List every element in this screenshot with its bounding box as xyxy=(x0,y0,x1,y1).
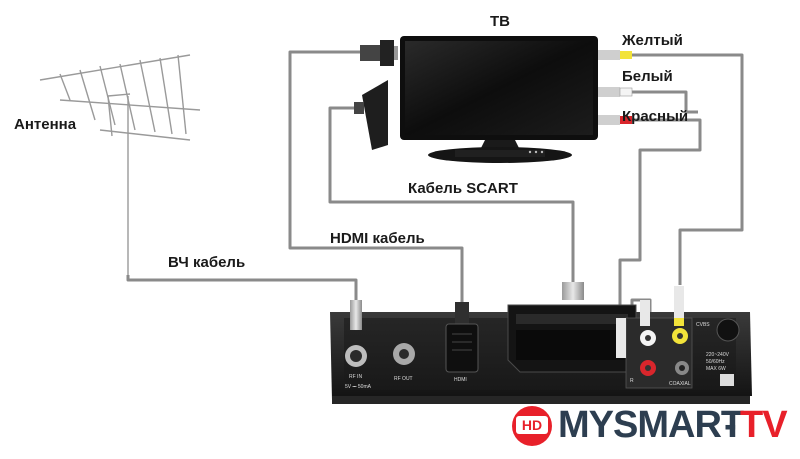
scart-cable-label: Кабель SCART xyxy=(408,180,518,197)
antenna xyxy=(39,54,201,275)
rf-plug xyxy=(345,300,367,367)
r-port-label: R xyxy=(630,378,634,384)
scart-plug xyxy=(507,282,637,373)
red-label: Красный xyxy=(622,108,689,125)
rf-out-label: RF OUT xyxy=(394,376,413,382)
tv-scart-connector xyxy=(354,80,388,150)
rf-cable-line xyxy=(126,275,358,308)
logo-tv: TV xyxy=(740,404,788,446)
av-ports xyxy=(616,286,693,389)
logo-dash: - xyxy=(724,404,737,446)
cables xyxy=(126,50,744,320)
tv-hdmi-connector xyxy=(360,40,398,66)
tv xyxy=(400,36,598,163)
yellow-label: Желтый xyxy=(622,32,683,49)
white-label: Белый xyxy=(622,68,673,85)
hdmi-plug xyxy=(445,302,479,373)
cvbs-label: CVBS xyxy=(696,322,710,328)
rf-cable-label: ВЧ кабель xyxy=(168,254,246,271)
power-spec-1: 220~240V xyxy=(706,352,729,358)
rf-in-spec: 5V ⎓ 50mA xyxy=(345,384,371,390)
scart-cable-line xyxy=(328,106,575,282)
coaxial-label: COAXIAL xyxy=(669,381,691,387)
logo: HD MYSMART - TV xyxy=(512,404,797,448)
tv-label: ТВ xyxy=(490,13,510,30)
power-section xyxy=(716,318,740,386)
rf-out-port xyxy=(393,343,415,365)
power-spec-2: 50/60Hz xyxy=(706,359,725,365)
white-rca-cable xyxy=(630,90,698,114)
rca-plugs-tv-side xyxy=(598,50,633,125)
hdmi-cable-line xyxy=(288,50,464,308)
hd-badge-text: HD xyxy=(516,416,548,434)
logo-name: MYSMART xyxy=(558,404,744,446)
antenna-label: Антенна xyxy=(14,116,77,133)
rf-in-label: RF IN xyxy=(349,374,363,380)
power-spec-3: MAX 6W xyxy=(706,366,726,372)
yellow-rca-cable xyxy=(630,53,744,285)
hdmi-port-label: HDMI xyxy=(454,377,467,383)
hdmi-cable-label: HDMI кабель xyxy=(330,230,425,247)
red-rca-cable xyxy=(618,118,702,318)
